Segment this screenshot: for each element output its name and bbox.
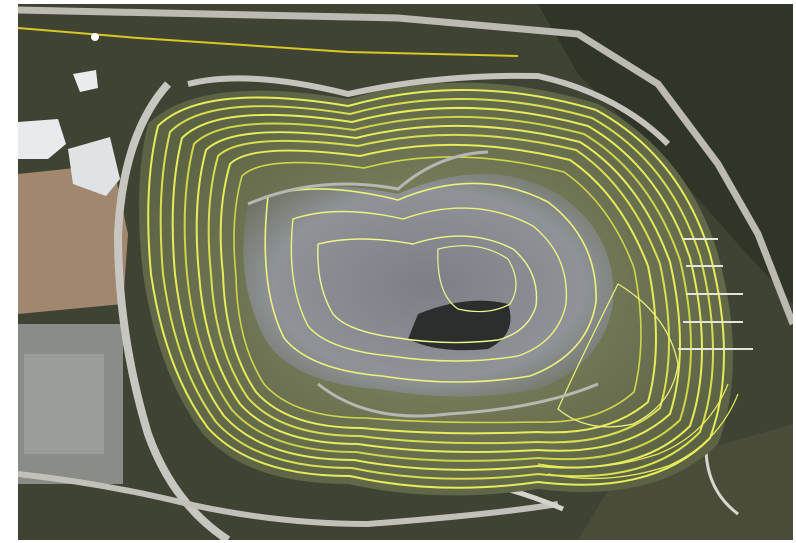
contour-line <box>147 89 725 489</box>
contour-line <box>264 182 597 383</box>
haul-road <box>317 382 599 418</box>
contour-line <box>437 245 517 313</box>
contour-line <box>537 383 729 468</box>
pond-northwest <box>18 119 66 159</box>
contour-line <box>171 107 703 471</box>
contour-line <box>547 393 739 480</box>
aerial-map-canvas <box>18 4 793 540</box>
east-terrace-marks <box>678 238 753 350</box>
contour-line <box>317 235 538 344</box>
boundary-line <box>18 27 519 57</box>
contour-line <box>219 143 657 435</box>
haul-road <box>247 150 489 206</box>
marker-light <box>91 33 99 41</box>
quarry-pit-floor <box>243 174 614 397</box>
pit-shadow <box>408 300 511 351</box>
bare-ground-west <box>18 164 128 314</box>
contour-line <box>290 207 568 362</box>
contour-line <box>557 283 679 428</box>
perimeter-road-east <box>18 6 793 326</box>
contour-line <box>159 98 714 480</box>
perimeter-road-inner <box>187 72 671 147</box>
pond-west <box>68 137 120 196</box>
quarry-yard-southwest-detail <box>24 354 104 454</box>
contour-line <box>207 133 670 445</box>
contour-line <box>195 124 681 453</box>
aerial-map[interactable] <box>18 4 793 540</box>
road-south <box>18 471 559 528</box>
contour-line <box>233 156 642 424</box>
perimeter-road-west <box>113 81 231 540</box>
contour-lines <box>147 89 739 489</box>
vegetation-patch-northeast <box>538 4 793 304</box>
pond-small <box>73 70 98 92</box>
contour-line <box>183 115 692 462</box>
vegetation-patch-southeast <box>578 424 793 540</box>
